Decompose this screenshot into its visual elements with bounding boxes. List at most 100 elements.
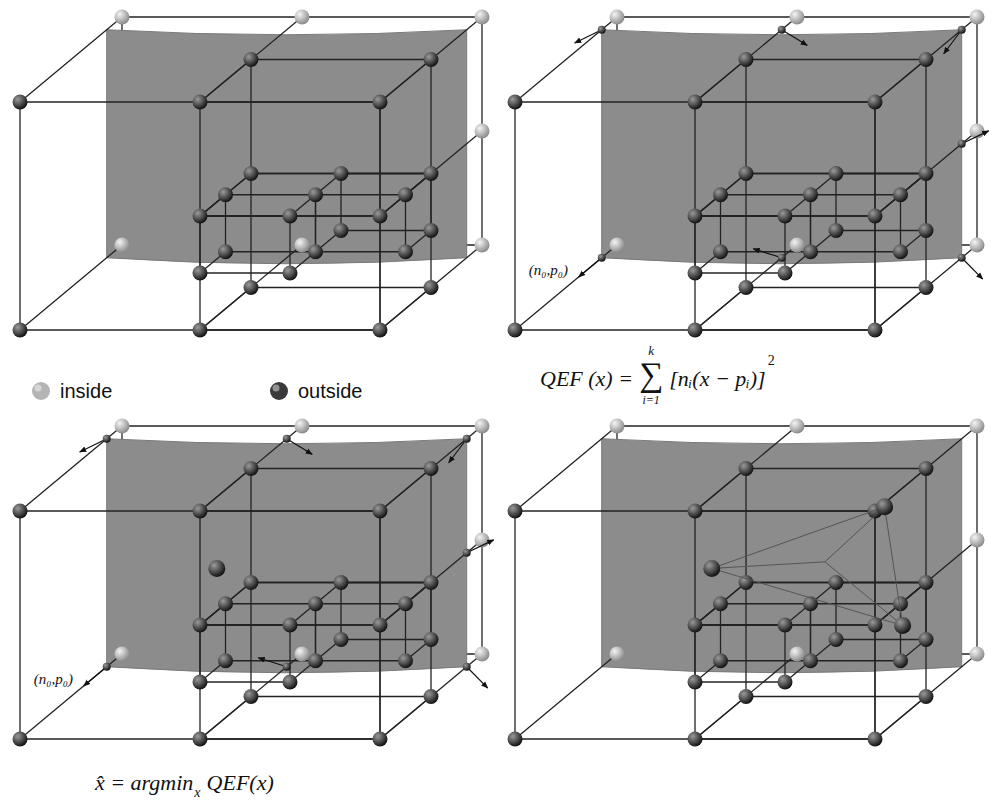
qef-minimizer <box>208 560 225 577</box>
cell-edge <box>694 102 695 216</box>
cell-edge <box>199 625 200 682</box>
grid-vertex <box>308 596 323 611</box>
grid-vertex <box>688 266 703 281</box>
grid-vertex <box>13 323 28 338</box>
legend-item: outside <box>268 380 363 402</box>
cell-edge <box>200 681 290 682</box>
grid-vertex <box>508 323 523 338</box>
cell-edge <box>720 195 721 252</box>
grid-vertex <box>893 653 908 668</box>
cell-edge <box>874 216 875 330</box>
cell-edge <box>340 583 341 640</box>
cell-edge <box>745 174 746 288</box>
cell-edge <box>745 469 746 583</box>
cell-edge <box>250 583 251 697</box>
cell-edge <box>315 195 316 252</box>
grid-vertex <box>193 732 208 747</box>
hermite-point <box>283 435 291 443</box>
normal-arrow <box>579 258 602 277</box>
grid-vertex <box>424 166 439 181</box>
octree-panel <box>508 419 985 747</box>
hermite-point <box>958 26 966 34</box>
formula-text: x̂ = argmin <box>95 772 193 794</box>
grid-vertex <box>893 244 908 259</box>
grid-vertex <box>970 10 985 25</box>
cell-edge <box>746 468 926 469</box>
grid-vertex <box>193 95 208 110</box>
cell-edge <box>695 215 785 216</box>
formula-text: QEF(x) <box>207 772 274 794</box>
cell-edge <box>811 194 901 195</box>
grid-vertex <box>970 419 985 434</box>
grid-vertex <box>115 647 130 662</box>
cell-edge <box>200 17 302 102</box>
cell-edge <box>875 288 926 331</box>
grid-vertex <box>308 244 323 259</box>
legend-swatch-frame <box>30 380 52 402</box>
cell-edge <box>695 329 875 330</box>
grid-vertex <box>193 504 208 519</box>
cell-edge <box>515 245 617 330</box>
cell-edge <box>379 102 380 216</box>
cell-edge <box>200 738 380 739</box>
cell-edge <box>720 604 721 661</box>
cell-edge <box>20 654 122 739</box>
grid-vertex <box>919 52 934 67</box>
cell-edge <box>515 426 617 511</box>
hermite-label: (n₀,p₀) <box>34 672 73 687</box>
cell-edge <box>200 426 302 511</box>
legend-swatch-frame <box>268 380 290 402</box>
cell-edge <box>341 173 431 174</box>
grid-vertex <box>803 653 818 668</box>
cell-edge <box>200 329 380 330</box>
sum-symbol: ∑ <box>639 358 663 392</box>
cell-edge <box>784 625 785 682</box>
grid-vertex <box>334 575 349 590</box>
hermite-point <box>958 140 966 148</box>
grid-vertex <box>970 533 985 548</box>
normal-arrow <box>258 658 287 667</box>
cell-edge <box>875 540 977 625</box>
formula-text: [nᵢ(x − pᵢ)] <box>669 368 765 390</box>
grid-vertex <box>398 653 413 668</box>
grid-vertex <box>218 187 233 202</box>
normal-arrow <box>944 30 962 54</box>
grid-vertex <box>688 675 703 690</box>
cell-edge <box>316 251 406 252</box>
grid-vertex <box>688 95 703 110</box>
grid-vertex <box>803 244 818 259</box>
cell-edge <box>315 604 316 661</box>
dual-mesh-edge <box>712 562 825 569</box>
cell-edge <box>380 697 431 740</box>
grid-vertex <box>919 223 934 238</box>
grid-vertex <box>283 618 298 633</box>
grid-vertex <box>688 209 703 224</box>
grid-vertex <box>244 689 259 704</box>
grid-vertex <box>13 732 28 747</box>
grid-vertex <box>790 419 805 434</box>
cell-edge <box>810 604 811 661</box>
cell-edge <box>836 230 926 231</box>
grid-vertex <box>308 653 323 668</box>
grid-vertex <box>713 596 728 611</box>
grid-vertex <box>868 618 883 633</box>
normal-arrow <box>962 131 989 144</box>
cell-edge <box>695 17 797 102</box>
iso-surface <box>107 439 467 673</box>
cell-edge <box>900 195 901 252</box>
grid-vertex <box>829 632 844 647</box>
grid-vertex <box>283 675 298 690</box>
cell-edge <box>316 603 406 604</box>
cell-edge <box>810 195 811 252</box>
normal-arrow <box>467 667 488 688</box>
iso-surface <box>107 30 467 264</box>
grid-vertex <box>829 575 844 590</box>
grid-vertex <box>739 166 754 181</box>
cell-edge <box>19 102 20 330</box>
dual-mesh-edge <box>885 507 903 626</box>
grid-vertex <box>778 675 793 690</box>
grid-vertex <box>424 52 439 67</box>
cell-edge <box>835 174 836 231</box>
cell-edge <box>746 287 926 288</box>
